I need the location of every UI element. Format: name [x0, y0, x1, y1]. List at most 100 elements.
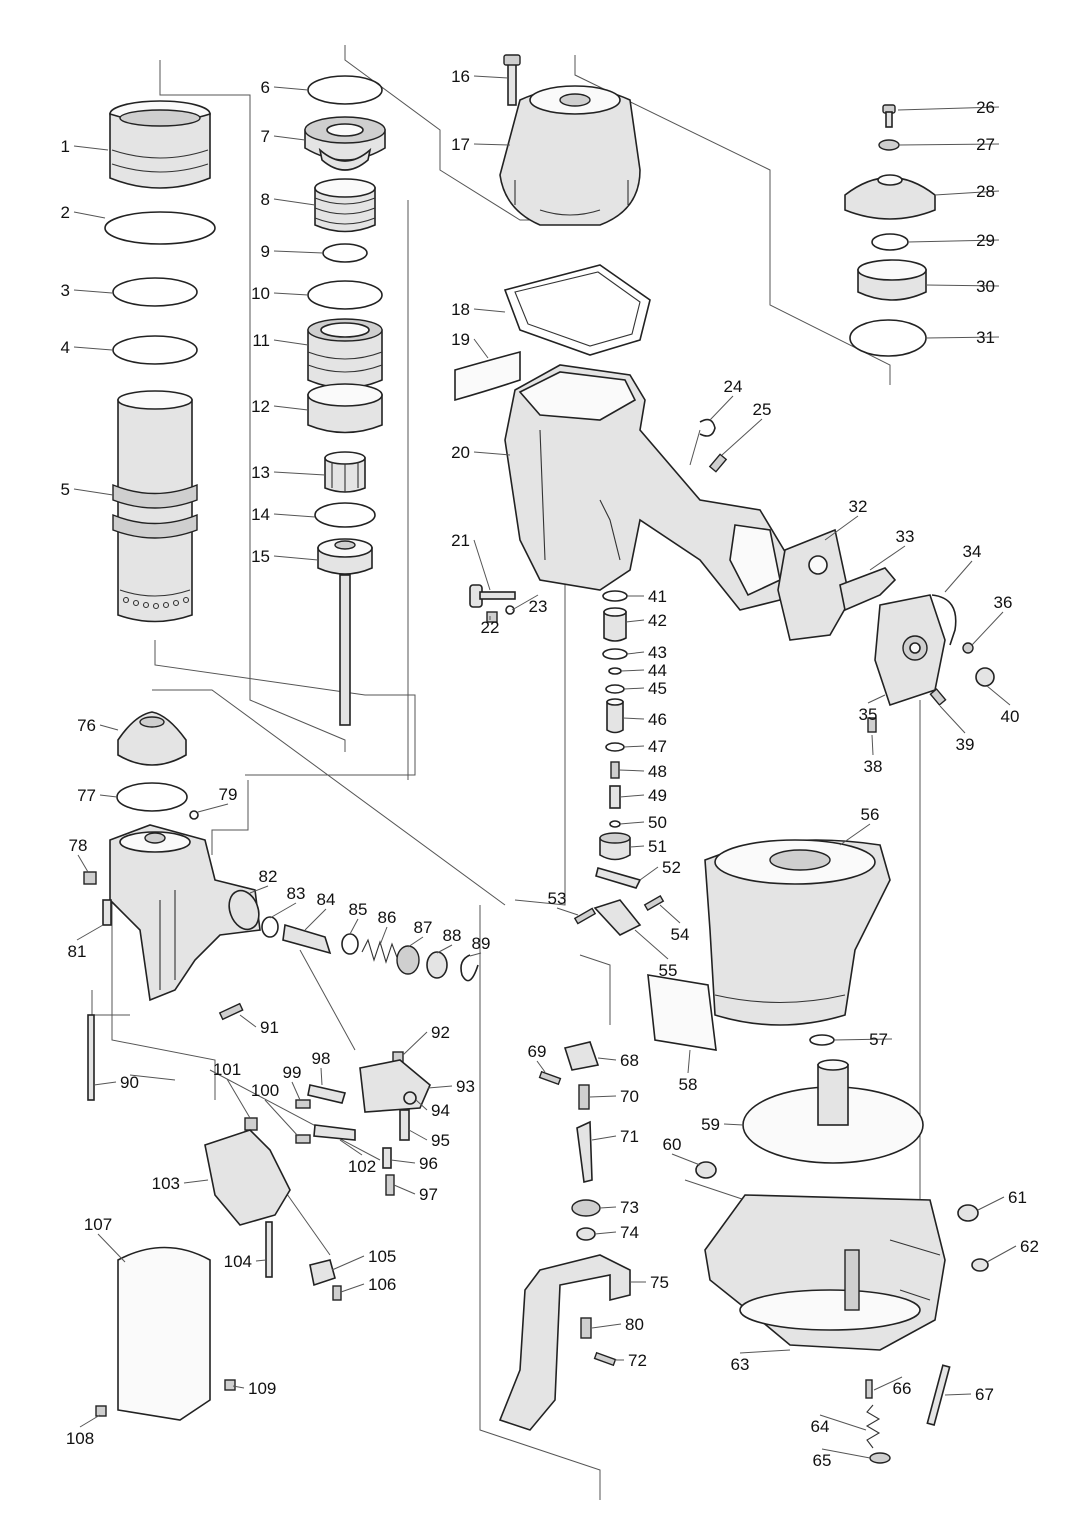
leader-7	[273, 135, 306, 141]
part-pin-72	[593, 1351, 617, 1367]
leader-55	[634, 929, 669, 960]
leader-34	[944, 560, 973, 593]
part-ring-94	[403, 1091, 417, 1105]
leader-53	[556, 907, 579, 916]
callout-18: 18	[451, 300, 470, 319]
part-block-68	[563, 1041, 600, 1071]
part-screw-39	[929, 688, 947, 706]
callout-93: 93	[456, 1077, 475, 1096]
callout-67: 67	[975, 1385, 994, 1404]
leader-74	[594, 1231, 617, 1235]
part-latch-93	[359, 1059, 431, 1113]
callout-39: 39	[956, 735, 975, 754]
leader-81	[76, 924, 104, 941]
callout-1: 1	[61, 137, 70, 156]
part-bolt-91	[218, 1002, 244, 1021]
leader-68	[597, 1057, 617, 1061]
leader-44	[620, 669, 645, 672]
callout-57: 57	[869, 1030, 888, 1049]
leader-54	[659, 904, 681, 924]
callout-83: 83	[287, 884, 306, 903]
leader-19	[473, 338, 489, 359]
callout-22: 22	[481, 618, 500, 637]
leader-103	[183, 1179, 209, 1184]
callout-87: 87	[414, 918, 433, 937]
part-pin-67	[926, 1364, 951, 1426]
part-contact-arm-75	[498, 1254, 631, 1431]
leader-21	[473, 539, 491, 591]
part-pin-25	[708, 453, 728, 473]
part-spring-100	[295, 1134, 311, 1144]
callout-104: 104	[224, 1252, 252, 1271]
callout-45: 45	[648, 679, 667, 698]
callout-28: 28	[976, 182, 995, 201]
leader-94	[415, 1099, 428, 1111]
callout-24: 24	[724, 377, 743, 396]
callout-109: 109	[248, 1379, 276, 1398]
leader-65	[821, 1448, 871, 1459]
part-bushing-40	[975, 667, 995, 687]
callout-12: 12	[251, 397, 270, 416]
part-pin-69	[538, 1070, 562, 1086]
part-o-ring-14	[314, 502, 376, 528]
callout-91: 91	[260, 1018, 279, 1037]
callout-62: 62	[1020, 1237, 1039, 1256]
callout-32: 32	[849, 497, 868, 516]
callout-89: 89	[472, 934, 491, 953]
leader-57	[833, 1038, 893, 1041]
callout-8: 8	[261, 190, 270, 209]
leader-76	[99, 724, 119, 731]
part-nut-78	[83, 871, 97, 885]
callout-16: 16	[451, 67, 470, 86]
leader-91	[239, 1014, 257, 1028]
callout-64: 64	[811, 1417, 830, 1436]
callout-7: 7	[261, 127, 270, 146]
callout-85: 85	[349, 900, 368, 919]
part-o-ring-50	[609, 820, 621, 828]
callout-92: 92	[431, 1023, 450, 1042]
leader-98	[320, 1067, 323, 1086]
part-magazine-base	[704, 1194, 946, 1351]
part-spring-clip-34	[931, 594, 957, 646]
leader-20	[473, 451, 511, 456]
part-head-valve	[304, 116, 386, 171]
part-washer-27	[878, 139, 900, 151]
callout-60: 60	[663, 1135, 682, 1154]
callout-82: 82	[259, 867, 278, 886]
callout-69: 69	[528, 1042, 547, 1061]
part-ball-23	[505, 605, 515, 615]
leader-16	[473, 75, 509, 79]
leader-8	[273, 198, 316, 206]
part-trigger-55	[593, 899, 642, 936]
leader-10	[273, 292, 309, 296]
part-screw-106	[332, 1285, 342, 1301]
leader-39	[939, 705, 966, 734]
part-label-19	[454, 350, 521, 402]
leader-78	[77, 854, 89, 873]
part-spring-99	[295, 1099, 311, 1109]
callout-88: 88	[443, 926, 462, 945]
callout-97: 97	[419, 1185, 438, 1204]
callout-80: 80	[625, 1315, 644, 1334]
part-nut-101	[244, 1117, 258, 1131]
part-button-105	[309, 1259, 336, 1287]
part-o-ring-31	[849, 319, 927, 357]
leader-9	[273, 250, 324, 254]
callout-labels: 1234567891011121314151617181920212223242…	[61, 67, 1039, 1470]
callout-73: 73	[620, 1198, 639, 1217]
leader-3	[73, 289, 113, 294]
leader-87	[407, 936, 424, 948]
part-pin-54	[643, 894, 665, 912]
callout-34: 34	[963, 542, 982, 561]
callout-99: 99	[283, 1063, 302, 1082]
part-bolt-81	[102, 899, 112, 926]
part-valve-cap-51	[599, 832, 631, 861]
leader-25	[721, 418, 763, 456]
callout-58: 58	[679, 1075, 698, 1094]
callout-40: 40	[1001, 707, 1020, 726]
part-valve-bushing-42	[603, 607, 627, 642]
callout-53: 53	[548, 889, 567, 908]
callout-78: 78	[69, 836, 88, 855]
leader-106	[340, 1283, 365, 1293]
leader-1	[73, 145, 109, 151]
